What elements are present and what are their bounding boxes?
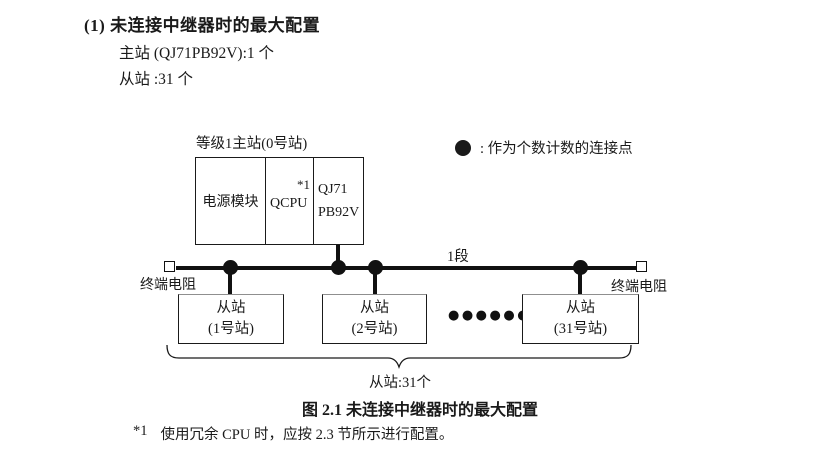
network-module-label-line2: PB92V bbox=[318, 205, 360, 220]
power-module-cell: 电源模块 bbox=[196, 158, 266, 244]
slave2-label-line2: (2号站) bbox=[351, 321, 398, 337]
slave31-drop-line bbox=[578, 268, 582, 295]
terminator-label-left: 终端电阻 bbox=[140, 278, 196, 293]
omitted-stations-ellipsis: ●●●●●● bbox=[448, 308, 532, 323]
terminator-square-right bbox=[636, 261, 647, 272]
slave31-label-line1: 从站 bbox=[566, 300, 595, 316]
connection-point-dot bbox=[331, 260, 346, 275]
connection-point-icon bbox=[455, 139, 471, 156]
slave1-label-line2: (1号站) bbox=[208, 321, 254, 337]
network-module-cell: QJ71 PB92V bbox=[314, 158, 363, 244]
legend-text: : 作为个数计数的连接点 bbox=[480, 141, 633, 157]
cpu-label: QCPU bbox=[270, 196, 308, 211]
slave-station-box-31: 从站 (31号站) bbox=[522, 294, 639, 344]
segment-label: 1段 bbox=[447, 249, 469, 265]
slave-station-box-1: 从站 (1号站) bbox=[178, 294, 284, 344]
footnote: *1 使用冗余 CPU 时，应按 2.3 节所示进行配置。 bbox=[133, 423, 453, 444]
master-count-line: 主站 (QJ71PB92V):1 个 bbox=[119, 45, 275, 62]
terminator-label-right: 终端电阻 bbox=[611, 280, 667, 295]
brace-label: 从站:31个 bbox=[368, 375, 432, 391]
terminator-square-left bbox=[164, 261, 175, 272]
slave-count-line: 从站 :31 个 bbox=[119, 71, 194, 88]
cpu-footnote-ref: *1 bbox=[297, 177, 310, 192]
slave1-drop-line bbox=[228, 268, 232, 295]
master-station-box: 电源模块 *1 QCPU QJ71 PB92V bbox=[195, 157, 364, 245]
slave-station-box-2: 从站 (2号站) bbox=[322, 294, 427, 344]
master-drop-line bbox=[336, 245, 340, 268]
slave1-label-line1: 从站 bbox=[216, 300, 246, 316]
connection-point-dot bbox=[368, 260, 383, 275]
footnote-marker: *1 bbox=[133, 423, 148, 439]
cpu-cell: *1 QCPU bbox=[266, 158, 314, 244]
connection-point-dot bbox=[573, 260, 588, 275]
slave2-drop-line bbox=[373, 268, 377, 295]
slave31-label-line2: (31号站) bbox=[553, 321, 608, 337]
slave-group-brace bbox=[166, 344, 632, 370]
section-heading: (1) 未连接中继器时的最大配置 bbox=[84, 16, 321, 35]
figure-caption: 图 2.1 未连接中继器时的最大配置 bbox=[301, 402, 538, 419]
legend: : 作为个数计数的连接点 bbox=[455, 137, 633, 158]
power-module-label: 电源模块 bbox=[202, 195, 259, 210]
slave2-label-line1: 从站 bbox=[360, 300, 389, 316]
network-module-label-line1: QJ71 bbox=[318, 182, 348, 197]
master-station-label: 等级1主站(0号站) bbox=[196, 136, 308, 152]
footnote-text: 使用冗余 CPU 时，应按 2.3 节所示进行配置。 bbox=[160, 427, 454, 443]
bus-segment-line bbox=[176, 266, 637, 270]
connection-point-dot bbox=[223, 260, 238, 275]
